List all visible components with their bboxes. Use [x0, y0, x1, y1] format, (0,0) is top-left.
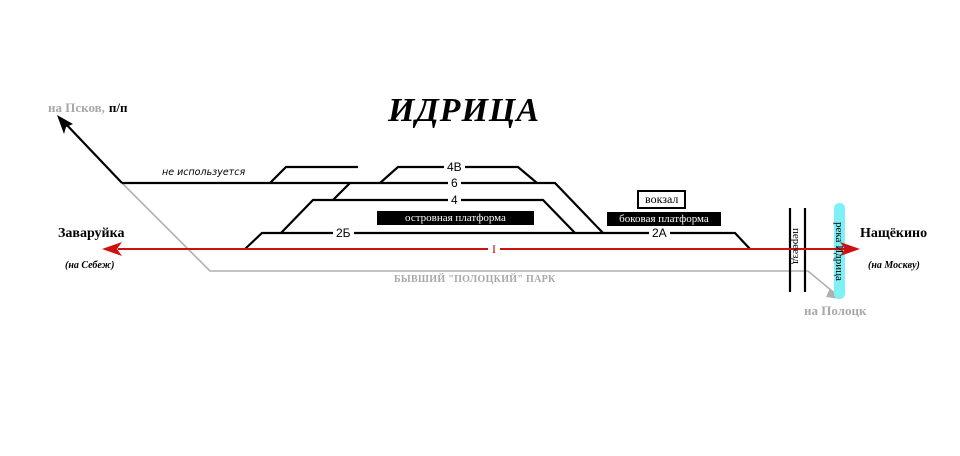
page-title: ИДРИЦА	[388, 92, 541, 129]
river-label: река Идрица	[833, 222, 845, 281]
track-stub	[269, 165, 358, 184]
river-idritsa	[834, 203, 845, 299]
side-platform: боковая платформа	[607, 212, 721, 226]
east-arrow-icon	[840, 242, 860, 256]
pskov-arrow-icon	[57, 115, 73, 134]
west-arrow-icon	[102, 242, 122, 256]
station-tracks	[122, 165, 807, 292]
west-station: Заваруйка	[58, 226, 125, 241]
crossing-label: переезд	[790, 228, 802, 264]
track-6-label: 6	[448, 177, 461, 189]
island-platform: островная платформа	[377, 211, 534, 225]
station-building: вокзал	[637, 190, 687, 209]
unused-track-label: не используется	[162, 167, 246, 178]
track-2	[244, 231, 751, 250]
pskov-branch	[57, 115, 123, 184]
polotsk-direction: на Полоцк	[804, 303, 867, 318]
track-6	[332, 181, 604, 234]
track-4v-label: 4В	[444, 161, 465, 173]
track-2a-label: 2А	[649, 227, 670, 239]
pskov-suffix: п/п	[108, 100, 128, 115]
west-direction: (на Себеж)	[65, 260, 115, 271]
pskov-label: на Псков,	[48, 100, 105, 115]
track-1-label: I	[488, 243, 500, 255]
pskov-direction: на Псков, п/п	[48, 99, 127, 117]
east-direction: (на Москву)	[868, 260, 920, 271]
track-2b-label: 2Б	[333, 227, 354, 239]
track-4	[280, 198, 576, 234]
former-park-label: БЫВШИЙ "ПОЛОЦКИЙ" ПАРК	[394, 274, 556, 285]
main-line	[102, 242, 860, 256]
east-station: Нащёкино	[860, 226, 928, 241]
track-4-label: 4	[448, 194, 461, 206]
